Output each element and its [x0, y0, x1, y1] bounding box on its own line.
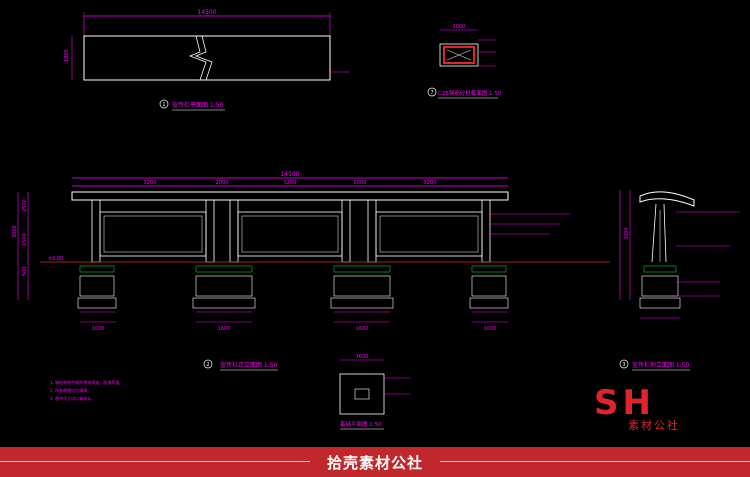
front-elevation: 14500 3200 2000 3200 2000 3200 ±0.00 300… — [12, 171, 610, 371]
foundation-title: 基础平面图 1:50 — [340, 420, 382, 428]
note-1: 1. 钢结构构件刷防锈漆两道，面漆两道。 — [50, 379, 123, 385]
note-2: 2. 所有焊缝均为满焊。 — [50, 387, 91, 393]
svg-text:2500: 2500 — [22, 199, 28, 212]
svg-text:1600: 1600 — [356, 354, 369, 360]
footer-banner: 拾壳素材公社 — [0, 447, 750, 477]
svg-text:1000: 1000 — [92, 326, 105, 332]
banner-title: 拾壳素材公社 — [326, 454, 423, 472]
svg-text:2000: 2000 — [354, 180, 367, 186]
sh-logo: SH 素材公社 — [592, 386, 702, 434]
footing-4 — [469, 265, 509, 323]
side-elevation: 3000 3 宣传栏侧立面图 1:50 — [619, 190, 740, 371]
section-title: C25钢筋砼柱截面图 1:50 — [438, 89, 502, 97]
svg-text:3200: 3200 — [424, 180, 437, 186]
footing-3 — [330, 265, 394, 323]
svg-text:500: 500 — [22, 266, 28, 276]
logo-subtitle: 素材公社 — [628, 419, 680, 432]
column-section: 1000 7 C25钢筋砼柱截面图 1:50 — [427, 24, 502, 99]
svg-text:1000: 1000 — [453, 24, 466, 30]
note-3: 3. 图中尺寸均以毫米计。 — [50, 395, 95, 401]
side-title: 宣传栏侧立面图 1:50 — [632, 361, 690, 369]
svg-text:1500: 1500 — [22, 233, 28, 246]
plan-view-marker — [159, 99, 169, 109]
logo-brand: SH — [594, 383, 655, 423]
svg-text:1000: 1000 — [484, 326, 497, 332]
footing-2 — [192, 265, 256, 323]
front-title: 宣传栏正立面图 1:50 — [220, 361, 278, 369]
banner-divider-left — [0, 461, 310, 462]
foundation-plan: 1600 基础平面图 1:50 — [339, 354, 410, 430]
footing-1 — [77, 265, 117, 323]
svg-text:14500: 14500 — [280, 171, 299, 178]
svg-text:7: 7 — [430, 90, 433, 96]
svg-text:3000: 3000 — [12, 225, 18, 238]
notes: 1. 钢结构构件刷防锈漆两道，面漆两道。 2. 所有焊缝均为满焊。 3. 图中尺… — [50, 379, 123, 401]
svg-text:3: 3 — [622, 362, 625, 368]
svg-text:1600: 1600 — [356, 326, 369, 332]
banner-divider-right — [440, 461, 750, 462]
svg-text:2: 2 — [206, 362, 209, 368]
plan-total-dim: 14500 — [197, 9, 216, 16]
svg-text:3200: 3200 — [284, 180, 297, 186]
svg-text:2000: 2000 — [216, 180, 229, 186]
plan-depth-dim: 1800 — [64, 49, 70, 62]
svg-text:1: 1 — [162, 102, 165, 108]
plan-view: 14500 1800 1 宣传栏平面图 1:50 — [64, 9, 350, 111]
svg-text:3000: 3000 — [624, 227, 630, 240]
svg-text:±0.00: ±0.00 — [48, 256, 63, 262]
svg-text:1600: 1600 — [218, 326, 231, 332]
plan-title: 宣传栏平面图 1:50 — [172, 101, 224, 109]
svg-text:3200: 3200 — [144, 180, 157, 186]
